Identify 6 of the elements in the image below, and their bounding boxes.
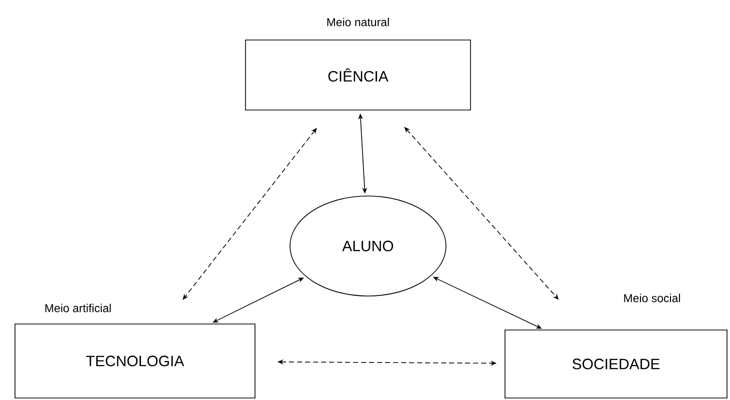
side-label: Meio artificial	[45, 304, 111, 312]
process-box: SOCIEDADE	[504, 330, 728, 398]
process-box: TECNOLOGIA	[14, 324, 256, 398]
process-box: CIÊNCIA	[245, 40, 471, 110]
side-label: Meio social	[624, 294, 680, 302]
side-label: Meio natural	[327, 18, 389, 26]
